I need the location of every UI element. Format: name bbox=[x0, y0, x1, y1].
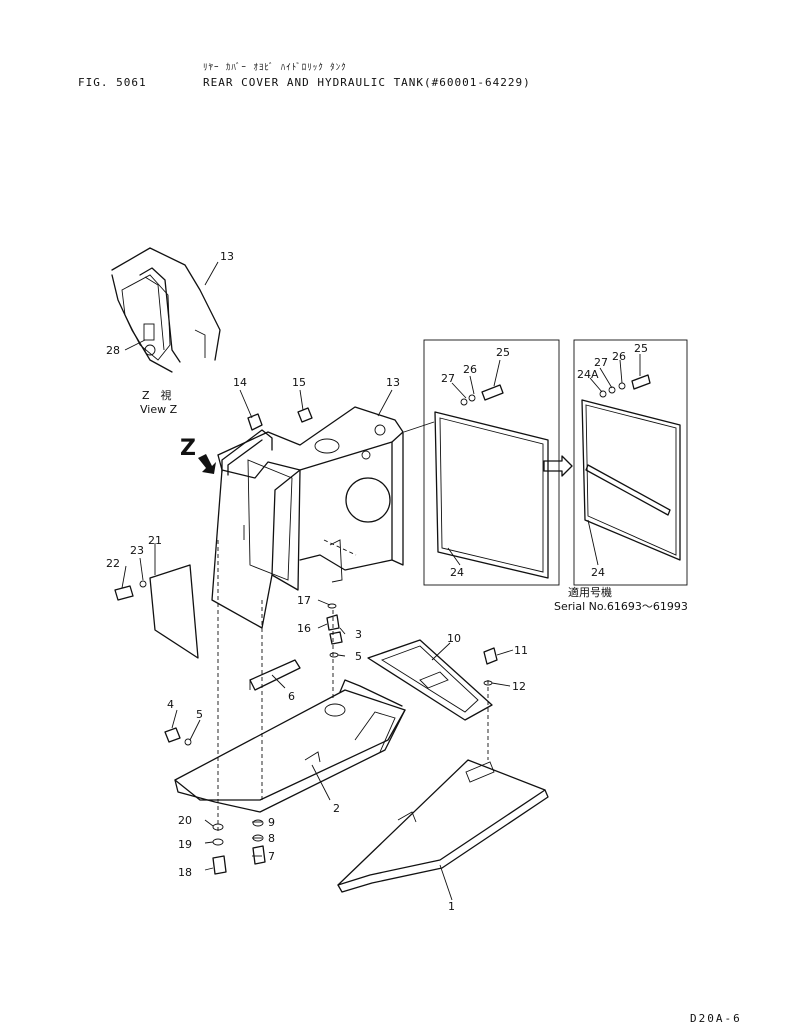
part-number-27: 27 bbox=[594, 356, 608, 369]
view-z-en: View Z bbox=[140, 403, 178, 416]
rear-cover-panel-alternate bbox=[573, 339, 688, 586]
part-number-24: 24 bbox=[591, 566, 605, 579]
part-number-4: 4 bbox=[167, 698, 174, 711]
part-number-18: 18 bbox=[178, 866, 192, 879]
part-number-5: 5 bbox=[196, 708, 203, 721]
page-code: D20A-6 bbox=[690, 1012, 742, 1025]
part-number-12: 12 bbox=[512, 680, 526, 693]
figure-number: FIG. 5061 bbox=[78, 76, 147, 89]
part-number-10: 10 bbox=[447, 632, 461, 645]
frame bbox=[164, 659, 406, 813]
cover-plate bbox=[367, 639, 498, 721]
hydraulic-tank bbox=[211, 406, 404, 629]
bottom-guard bbox=[337, 759, 549, 893]
view-arrow-label: Z bbox=[180, 436, 196, 461]
view-z-inset bbox=[111, 247, 221, 373]
part-number-22: 22 bbox=[106, 557, 120, 570]
part-number-25: 25 bbox=[496, 346, 510, 359]
part-number-13: 13 bbox=[386, 376, 400, 389]
part-number-1: 1 bbox=[448, 900, 455, 913]
part-number-11: 11 bbox=[514, 644, 528, 657]
serial-note: Serial No.61693～61993 bbox=[554, 600, 688, 613]
part-number-6: 6 bbox=[288, 690, 295, 703]
part-number-13: 13 bbox=[220, 250, 234, 263]
view-z-jp: Z 視 bbox=[142, 388, 172, 402]
view-arrow-icon bbox=[198, 454, 216, 474]
part-number-2: 2 bbox=[333, 802, 340, 815]
part-number-17: 17 bbox=[297, 594, 311, 607]
part-number-8: 8 bbox=[268, 832, 275, 845]
japanese-title: ﾘﾔｰ ｶﾊﾞｰ ｵﾖﾋﾞ ﾊｲﾄﾞﾛﾘｯｸ ﾀﾝｸ bbox=[203, 63, 347, 73]
part-number-24A: 24A bbox=[577, 368, 599, 381]
part-numbers: 13 28 14 15 13 27 26 25 24A 27 26 25 24 … bbox=[106, 250, 648, 913]
part-number-24: 24 bbox=[450, 566, 464, 579]
figure-title: REAR COVER AND HYDRAULIC TANK(#60001-642… bbox=[203, 76, 531, 89]
part-number-7: 7 bbox=[268, 850, 275, 863]
leader-lines bbox=[121, 261, 641, 901]
side-cover bbox=[114, 564, 199, 659]
part-number-19: 19 bbox=[178, 838, 192, 851]
part-number-3: 3 bbox=[355, 628, 362, 641]
part-number-21: 21 bbox=[148, 534, 162, 547]
part-number-14: 14 bbox=[233, 376, 247, 389]
part-number-26: 26 bbox=[612, 350, 626, 363]
part-number-28: 28 bbox=[106, 344, 120, 357]
serial-note-jp: 適用号機 bbox=[568, 585, 612, 599]
part-number-5: 5 bbox=[355, 650, 362, 663]
arrow-right-icon bbox=[543, 455, 573, 477]
part-number-27: 27 bbox=[441, 372, 455, 385]
part-number-15: 15 bbox=[292, 376, 306, 389]
part-number-25: 25 bbox=[634, 342, 648, 355]
part-number-23: 23 bbox=[130, 544, 144, 557]
part-number-26: 26 bbox=[463, 363, 477, 376]
part-number-9: 9 bbox=[268, 816, 275, 829]
rear-cover-panel bbox=[403, 339, 560, 586]
part-number-20: 20 bbox=[178, 814, 192, 827]
hardware bbox=[184, 603, 493, 875]
part-number-16: 16 bbox=[297, 622, 311, 635]
